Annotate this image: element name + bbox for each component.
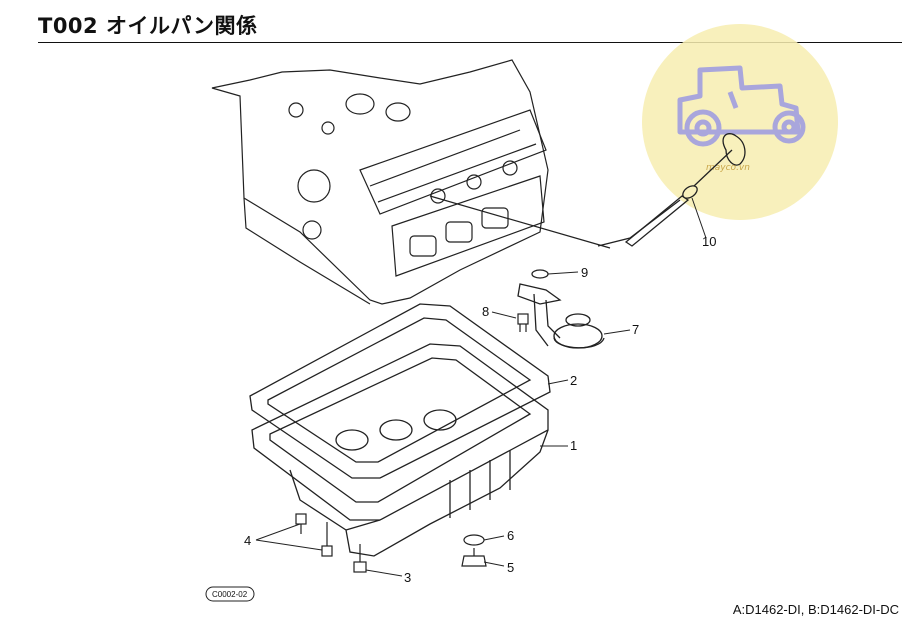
oil-pan-gasket [249,303,551,479]
callout-4: 4 [244,533,251,548]
callout-8: 8 [482,304,489,319]
drain-plug [461,534,487,567]
callout-2: 2 [570,373,577,388]
callout-7: 7 [632,322,639,337]
drain-washer [463,534,485,546]
callout-1: 1 [570,438,577,453]
watermark-circle [642,24,838,220]
callout-10: 10 [702,234,716,249]
pan-bolts [295,513,367,573]
strainer-bolt [517,313,529,332]
watermark: mayco.vn [642,24,838,220]
reference-code-text: C0002-02 [212,590,248,599]
callout-3: 3 [404,570,411,585]
engine-block [211,59,611,305]
callout-6: 6 [507,528,514,543]
callout-5: 5 [507,560,514,575]
callout-labels: 1 2 3 4 5 6 7 8 9 10 [244,234,716,585]
reference-code: C0002-02 [205,586,255,602]
title-underline [38,42,902,43]
callout-9: 9 [581,265,588,280]
leader-lines [255,197,707,577]
oil-pan [251,343,549,557]
dipstick-handle [722,133,746,166]
watermark-text: mayco.vn [706,163,750,173]
page-title: T002 オイルパン関係 [38,14,258,38]
tractor-logo-icon [677,65,806,147]
dipstick [597,133,746,247]
oil-strainer [517,269,605,349]
model-footer: A:D1462-DI, B:D1462-DI-DC [732,602,899,617]
o-ring [531,269,549,279]
